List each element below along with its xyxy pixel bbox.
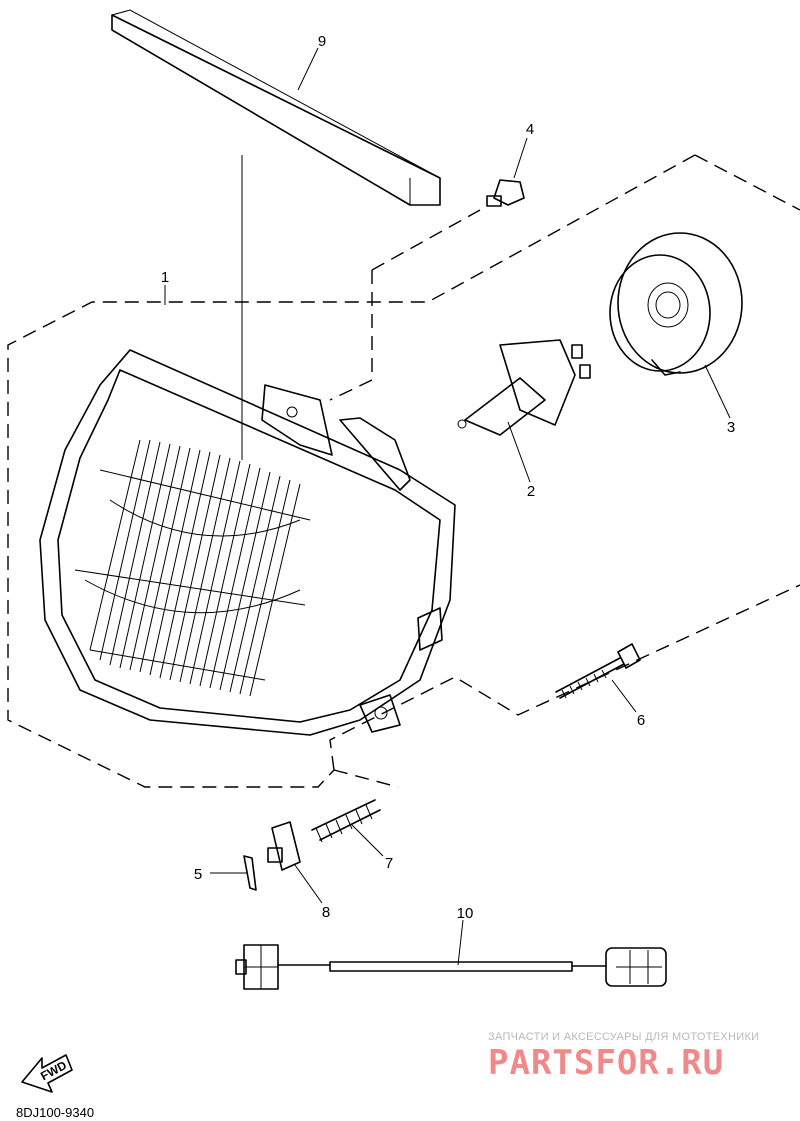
diagram-code: 8DJ100-9340: [16, 1105, 94, 1120]
part-10-harness: [235, 944, 667, 990]
callout-6: 6: [637, 712, 645, 729]
callout-1: 1: [161, 269, 169, 286]
leader-lines: [164, 47, 731, 966]
boundary-inner: [329, 209, 481, 788]
callout-10: 10: [457, 905, 474, 922]
fwd-arrow-icon: FWD: [21, 1054, 73, 1093]
part-5-clip: [243, 855, 257, 891]
watermark-brand: PARTSFOR.RU: [488, 1043, 724, 1083]
callout-2: 2: [527, 483, 535, 500]
part-9-visor: [111, 9, 441, 206]
part-1-headlight: [39, 349, 456, 736]
part-3-cover: [609, 232, 743, 376]
assembly-boundary: [7, 154, 800, 788]
callout-4: 4: [526, 121, 534, 138]
lens-pattern: [74, 439, 311, 697]
watermark-tagline: ЗАПЧАСТИ И АКСЕССУАРЫ ДЛЯ МОТОТЕХНИКИ: [488, 1031, 759, 1043]
callout-8: 8: [322, 904, 330, 921]
part-4-screw: [486, 179, 525, 207]
callout-9: 9: [318, 33, 326, 50]
callout-7: 7: [385, 855, 393, 872]
part-8-clip: [267, 821, 301, 871]
callout-3: 3: [727, 419, 735, 436]
callout-5: 5: [194, 866, 202, 883]
part-7-spring: [311, 799, 381, 843]
part-2-bulb: [457, 339, 591, 436]
part-6-screw: [555, 643, 641, 699]
